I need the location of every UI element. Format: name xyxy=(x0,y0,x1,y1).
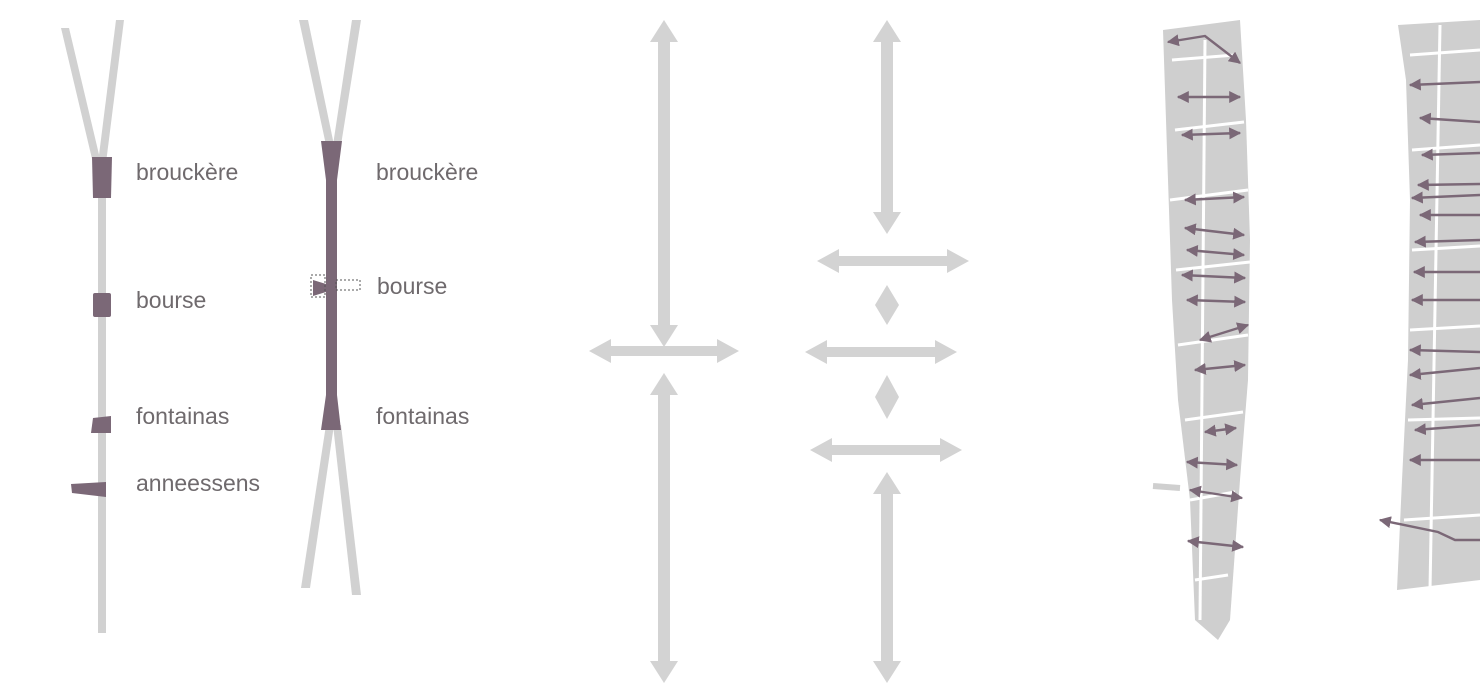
street-corridor xyxy=(1397,20,1480,590)
station-block-anneessens xyxy=(71,482,106,497)
panel-a-station-diagram: brouckère bourse fontainas anneessens xyxy=(61,20,260,633)
panel-e-urban-fabric xyxy=(1152,20,1251,640)
station-label: fontainas xyxy=(136,403,229,429)
crossing-links xyxy=(1166,34,1250,552)
lone-street-stub xyxy=(1152,483,1181,491)
arrow-link-2 xyxy=(875,375,899,419)
arrow-north-south-upper xyxy=(650,20,678,347)
arrow-link-1 xyxy=(875,285,899,325)
station-label: bourse xyxy=(377,273,447,299)
bourse-dashed-outline-right xyxy=(335,279,361,291)
station-label: anneessens xyxy=(136,470,260,496)
panel-f-urban-fabric xyxy=(1378,20,1480,591)
arrow-north-south-lower xyxy=(873,472,901,683)
arrow-north-south-upper xyxy=(873,20,901,234)
arrow-east-west xyxy=(589,339,739,363)
panel-b-station-diagram: brouckère bourse fontainas xyxy=(299,20,478,595)
station-block-fontainas xyxy=(91,416,111,433)
bourse-dashed-outline-left xyxy=(310,274,326,298)
bourse-entrance xyxy=(313,280,326,296)
crossing-links xyxy=(1378,78,1480,542)
road-branch-left xyxy=(61,28,101,163)
arrow-north-south-lower xyxy=(650,373,678,683)
station-label: fontainas xyxy=(376,403,469,429)
station-block-bourse xyxy=(93,293,111,317)
road-branch-bottom-right xyxy=(333,425,361,595)
station-label: brouckère xyxy=(136,159,238,185)
panel-c-single-crossing xyxy=(589,20,739,683)
road-branch-right xyxy=(98,20,124,163)
road-branch-top-left xyxy=(299,20,334,145)
road-branch-top-right xyxy=(333,20,361,145)
panel-d-multiple-crossings xyxy=(805,20,969,683)
arrow-east-west-3 xyxy=(810,438,962,462)
arrow-east-west-1 xyxy=(817,249,969,273)
station-label: bourse xyxy=(136,287,206,313)
road-branch-bottom-left xyxy=(301,425,334,588)
station-label: brouckère xyxy=(376,159,478,185)
station-strip xyxy=(321,141,342,430)
road-trunk xyxy=(98,160,106,633)
arrow-east-west-2 xyxy=(805,340,957,364)
station-block-brouckere xyxy=(92,157,112,198)
